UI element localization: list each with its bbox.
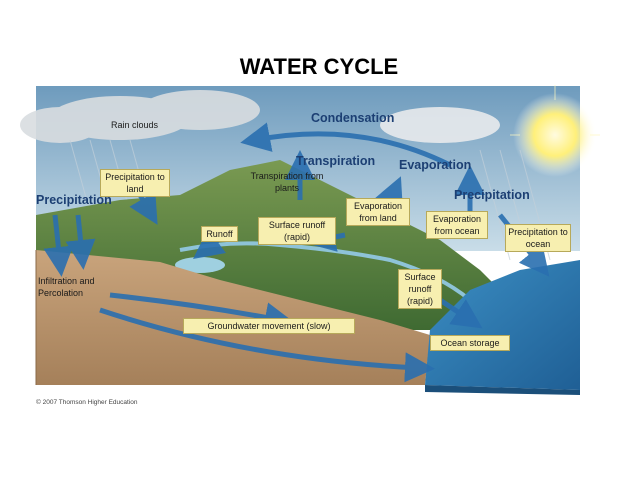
evap-ocean-box: Evaporation from ocean [426,211,488,239]
runoff-box: Runoff [201,226,238,242]
groundwater-box: Groundwater movement (slow) [183,318,355,334]
evaporation-label: Evaporation [399,158,471,172]
transpiration-label: Transpiration [296,154,375,168]
condensation-label: Condensation [311,111,394,125]
precip-land-box: Precipitation to land [100,169,170,197]
evap-land-box: Evaporation from land [346,198,410,226]
precipitation-right-label: Precipitation [454,188,530,202]
sun-icon [513,93,597,177]
infiltration-label: Infiltration and Percolation [38,275,118,299]
transp-plants-box: Transpiration from plants [243,169,331,195]
surface-runoff-2-box: Surface runoff (rapid) [398,269,442,309]
ocean-storage-box: Ocean storage [430,335,510,351]
surface-runoff-box: Surface runoff (rapid) [258,217,336,245]
copyright-credit: © 2007 Thomson Higher Education [36,399,138,406]
precip-ocean-box: Precipitation to ocean [505,224,571,252]
rain-clouds-label: Rain clouds [111,119,158,131]
